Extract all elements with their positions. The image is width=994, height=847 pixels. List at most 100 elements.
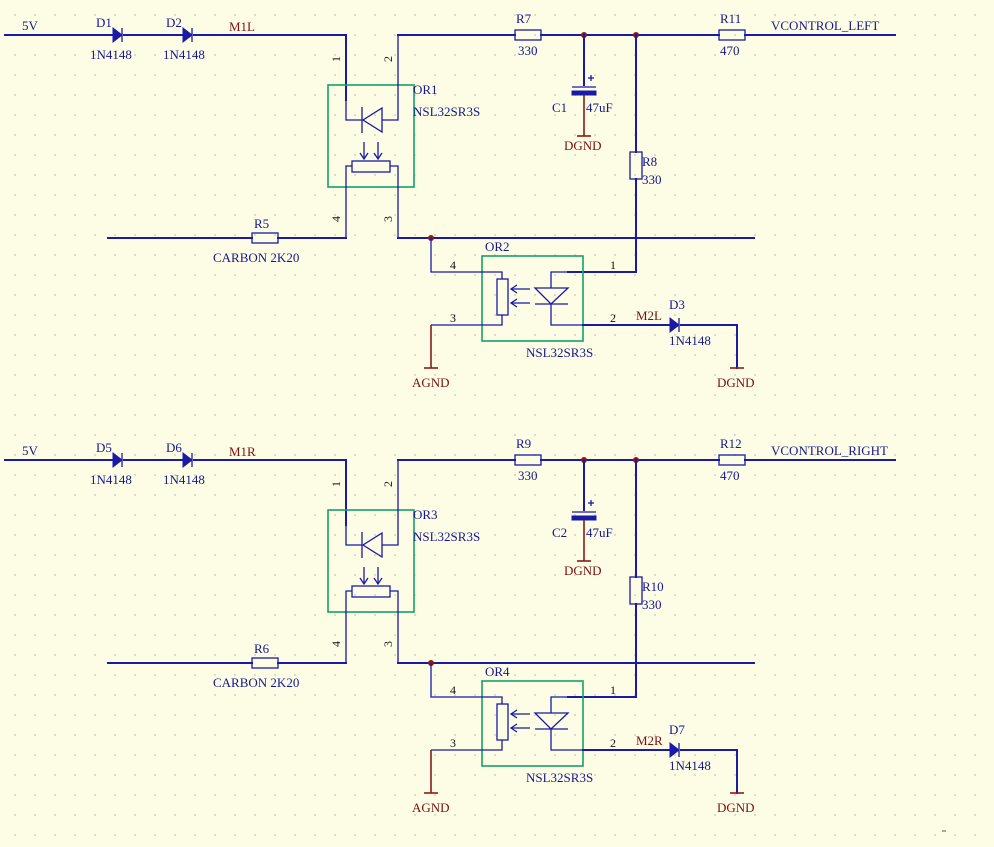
pin-1: 1: [610, 258, 616, 272]
or2-value: NSL32SR3S: [526, 770, 593, 785]
dgnd-label: DGND: [717, 800, 755, 815]
resistor-r11[interactable]: [718, 29, 746, 41]
c1-dgnd-label: DGND: [564, 563, 602, 578]
net-label-vcontrol: VCONTROL_LEFT: [771, 18, 879, 33]
or2-ref: OR2: [485, 239, 510, 254]
pin-2: 2: [610, 736, 616, 750]
c1-value: 47uF: [586, 525, 613, 540]
net-label-vcontrol: VCONTROL_RIGHT: [771, 443, 888, 458]
optocoupler-b-outline[interactable]: [481, 255, 584, 342]
d2-ref: D2: [166, 15, 182, 30]
d2-ref: D6: [166, 440, 182, 455]
c1-ref: C1: [552, 100, 567, 115]
diode-d1[interactable]: [112, 451, 123, 469]
r7-ref: R7: [516, 11, 532, 26]
d3-dgnd-wire[interactable]: [680, 324, 738, 369]
pin-4: 4: [450, 258, 456, 272]
led-icon: [533, 712, 570, 730]
d2-value: 1N4148: [163, 472, 205, 487]
pin-2: 2: [381, 481, 395, 487]
led-icon: [533, 287, 570, 305]
pin-3: 3: [450, 311, 456, 325]
d3-value: 1N4148: [669, 333, 711, 348]
r5-ref: R6: [254, 641, 270, 656]
resistor-r8[interactable]: [629, 576, 643, 605]
net-m1-wire[interactable]: [193, 459, 347, 526]
pin-4: 4: [450, 683, 456, 697]
diode-d2[interactable]: [182, 26, 193, 44]
c1-dgnd-label: DGND: [564, 138, 602, 153]
c1-ref: C2: [552, 525, 567, 540]
r11-ref: R11: [720, 11, 741, 26]
pin-1: 1: [329, 481, 343, 487]
led-icon: [361, 531, 383, 559]
or1-ref: OR3: [413, 507, 438, 522]
d3-value: 1N4148: [669, 758, 711, 773]
photoresistor-icon: [496, 278, 509, 316]
r11-value: 470: [720, 43, 740, 58]
d1-value: 1N4148: [90, 47, 132, 62]
or1-value: NSL32SR3S: [413, 529, 480, 544]
agnd-label: AGND: [412, 375, 450, 390]
r11-ref: R12: [720, 436, 742, 451]
optocoupler-a-outline[interactable]: [327, 84, 415, 188]
optocoupler-a-outline[interactable]: [327, 509, 415, 613]
resistor-r7[interactable]: [514, 29, 542, 41]
pin-1: 1: [610, 683, 616, 697]
net-label-5v: 5V: [22, 18, 39, 33]
r7-value: 330: [518, 43, 538, 58]
d3-ref: D3: [669, 297, 685, 312]
dgnd-label: DGND: [717, 375, 755, 390]
d1-ref: D1: [96, 15, 112, 30]
pin-3: 3: [381, 641, 395, 647]
pin-2: 2: [610, 311, 616, 325]
resistor-r7[interactable]: [514, 454, 542, 466]
d3-dgnd-wire[interactable]: [680, 749, 738, 794]
agnd-label: AGND: [412, 800, 450, 815]
or2-ref: OR4: [485, 664, 510, 679]
diode-d3[interactable]: [669, 316, 680, 334]
pin-2: 2: [381, 56, 395, 62]
or1-ref: OR1: [413, 82, 438, 97]
diode-d3[interactable]: [669, 741, 680, 759]
or1-value: NSL32SR3S: [413, 104, 480, 119]
pin-1: 1: [329, 56, 343, 62]
r8-bottom-wire[interactable]: [567, 603, 637, 698]
net-label-m1: M1L: [229, 19, 255, 34]
pin-4: 4: [329, 216, 343, 222]
r5-value: CARBON 2K20: [213, 250, 299, 265]
net-label-m2: M2L: [636, 308, 662, 323]
photoresistor-icon: [351, 160, 391, 173]
photoresistor-icon: [496, 703, 509, 741]
resistor-r11[interactable]: [718, 454, 746, 466]
pin-3: 3: [450, 736, 456, 750]
r8-bottom-wire[interactable]: [567, 178, 637, 273]
r8-value: 330: [642, 597, 662, 612]
diode-d1[interactable]: [112, 26, 123, 44]
r11-value: 470: [720, 468, 740, 483]
resistor-r8[interactable]: [629, 151, 643, 180]
d1-value: 1N4148: [90, 472, 132, 487]
d3-ref: D7: [669, 722, 685, 737]
net-label-m2: M2R: [636, 733, 663, 748]
d2-value: 1N4148: [163, 47, 205, 62]
r7-value: 330: [518, 468, 538, 483]
r8-ref: R8: [642, 154, 657, 169]
r5-ref: R5: [254, 216, 269, 231]
r8-ref: R10: [642, 579, 664, 594]
resistor-r5[interactable]: [251, 232, 279, 244]
diode-d2[interactable]: [182, 451, 193, 469]
resistor-r5[interactable]: [251, 657, 279, 669]
c1-value: 47uF: [586, 100, 613, 115]
capacitor-c1[interactable]: [571, 500, 597, 521]
r7-ref: R9: [516, 436, 531, 451]
net-m1-wire[interactable]: [193, 34, 347, 101]
pin-4: 4: [329, 641, 343, 647]
optocoupler-b-outline[interactable]: [481, 680, 584, 767]
led-icon: [361, 106, 383, 134]
photoresistor-icon: [351, 585, 391, 598]
